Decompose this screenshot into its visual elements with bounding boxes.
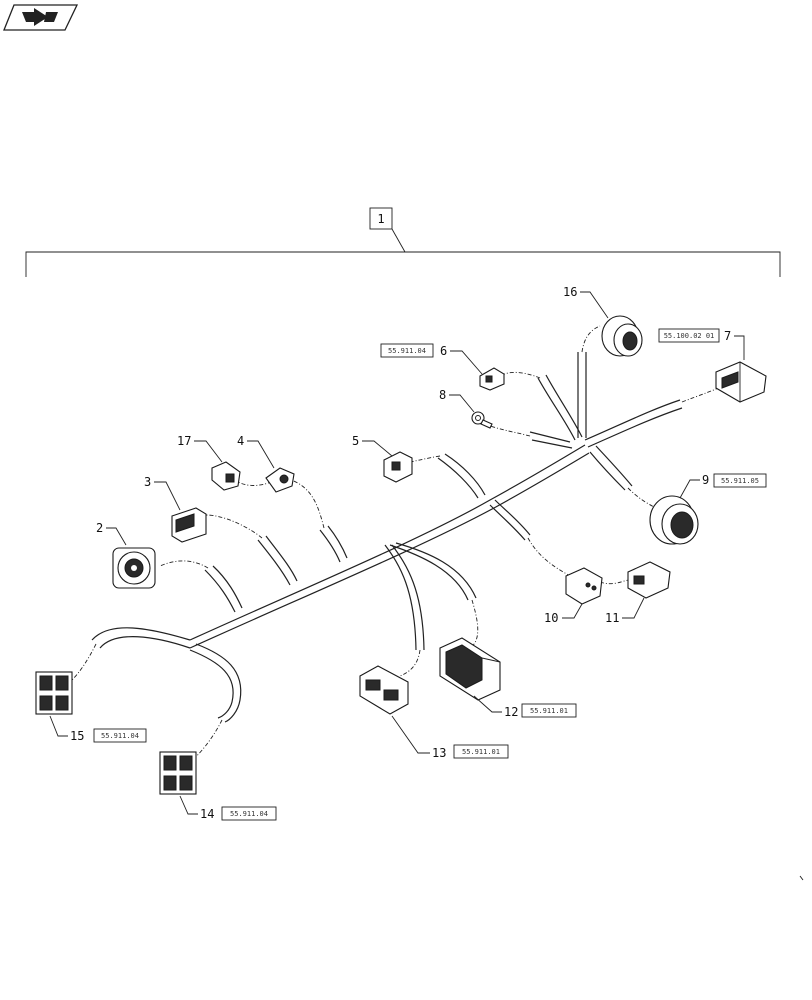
item-number-5: 5 — [352, 434, 359, 448]
connector-5[interactable] — [383, 451, 413, 483]
ref-7: 55.100.02 01 — [664, 332, 715, 340]
item-number-3: 3 — [144, 475, 151, 489]
assembly-label-box — [369, 207, 393, 230]
connector-17[interactable] — [211, 461, 241, 491]
connector-10[interactable] — [565, 567, 603, 605]
ref-14: 55.911.04 — [230, 810, 268, 818]
ref-12: 55.911.01 — [530, 707, 568, 715]
connector-9[interactable] — [649, 495, 699, 545]
ref-box-15 — [93, 728, 147, 743]
next-page-arrow-icon[interactable] — [3, 4, 79, 31]
ref-box-9 — [713, 473, 767, 488]
callouts: 2 3 4 5 55.911.04 6 55.100.02 01 7 8 9 5… — [49, 285, 767, 821]
harness-wires — [91, 352, 683, 723]
connector-4[interactable] — [265, 467, 295, 493]
connector-11[interactable] — [627, 561, 671, 599]
ref-box-7 — [658, 328, 720, 343]
item-number-2: 2 — [96, 521, 103, 535]
connector-7[interactable] — [715, 361, 767, 403]
connector-13[interactable] — [359, 665, 409, 715]
connector-6[interactable] — [479, 367, 505, 391]
item-number-13: 13 — [432, 746, 446, 760]
ref-6: 55.911.04 — [388, 347, 426, 355]
ref-box-14 — [221, 806, 277, 821]
item-number-12: 12 — [504, 705, 518, 719]
item-number-17: 17 — [177, 434, 191, 448]
connector-15[interactable] — [35, 671, 73, 715]
item-number-11: 11 — [605, 611, 619, 625]
item-number-6: 6 — [440, 344, 447, 358]
item-number-10: 10 — [544, 611, 558, 625]
ref-15: 55.911.04 — [101, 732, 139, 740]
ref-13: 55.911.01 — [462, 748, 500, 756]
item-number-8: 8 — [439, 388, 446, 402]
ref-box-12 — [521, 703, 577, 718]
item-number-7: 7 — [724, 329, 731, 343]
item-number-16: 16 — [563, 285, 577, 299]
terminal-8[interactable] — [471, 411, 493, 429]
ref-9: 55.911.05 — [721, 477, 759, 485]
connector-16[interactable] — [601, 315, 643, 357]
connector-14[interactable] — [159, 751, 197, 795]
assembly-label: 1 — [377, 212, 384, 226]
connector-2[interactable] — [112, 547, 156, 589]
assembly-bracket: 1 — [25, 207, 781, 277]
ref-box-13 — [453, 744, 509, 759]
item-number-15: 15 — [70, 729, 84, 743]
connector-12[interactable] — [439, 637, 501, 701]
ref-box-6 — [380, 343, 434, 358]
item-number-9: 9 — [702, 473, 709, 487]
connector-3[interactable] — [171, 507, 207, 543]
item-number-14: 14 — [200, 807, 214, 821]
corner-mark — [799, 875, 804, 881]
item-number-4: 4 — [237, 434, 244, 448]
